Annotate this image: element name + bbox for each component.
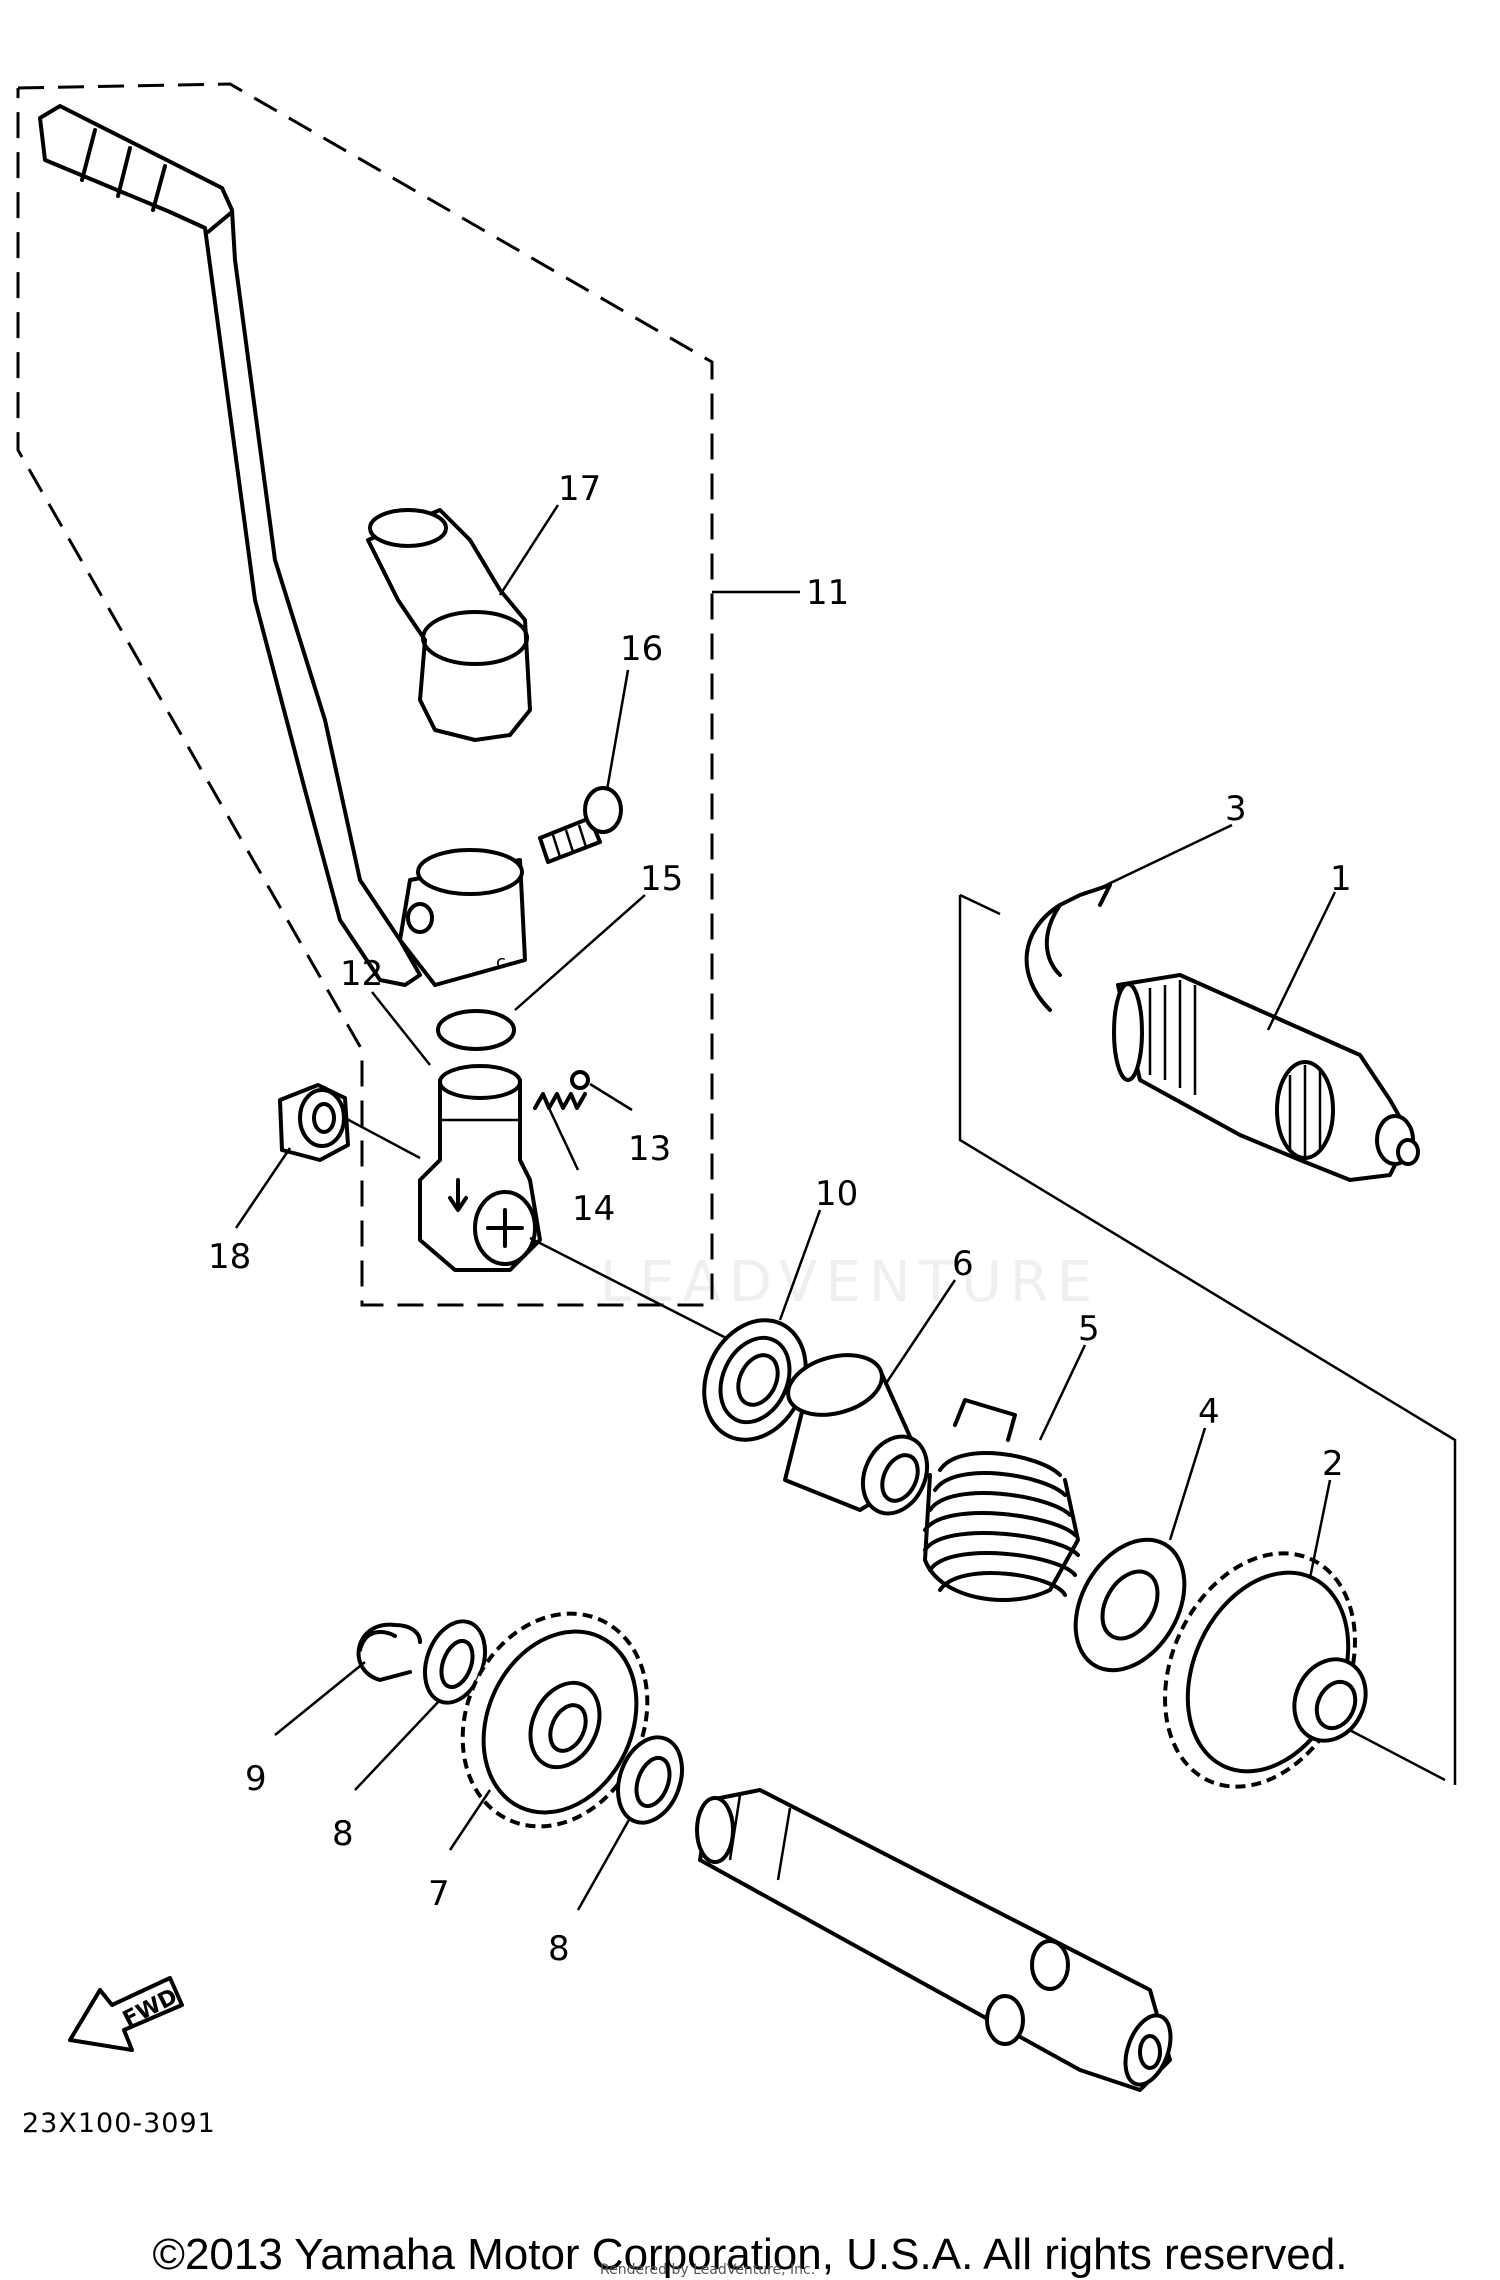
kick-crank-assembly-outline (16, 82, 714, 1307)
watermark: LEADVENTURE (600, 1250, 1101, 1315)
part-14-spring (533, 1092, 587, 1110)
leader-lines (234, 504, 1337, 1911)
callout-8b: 8 (548, 1929, 570, 1969)
part-8-washer-b (616, 1735, 684, 1825)
part-9-circlip (356, 1622, 422, 1682)
part-18-nut (278, 1083, 350, 1162)
callout-6: 6 (952, 1244, 974, 1284)
part-17-boss (366, 508, 532, 742)
callout-13: 13 (628, 1129, 671, 1169)
part-12-kick-boss (418, 1064, 542, 1272)
callout-8a: 8 (332, 1814, 354, 1854)
crank-boss: c (398, 848, 527, 987)
callout-17: 17 (558, 469, 601, 509)
part-4-washer (1073, 1537, 1187, 1673)
callout-9: 9 (245, 1759, 267, 1799)
part-2-kick-gear (1163, 1551, 1368, 1789)
part-7-idle-gear (460, 1611, 650, 1829)
part-1-kick-axle (1112, 973, 1420, 1182)
part-10-oil-seal (702, 1318, 808, 1442)
kick-axle-assembly-outline (958, 895, 1457, 1785)
callout-1: 1 (1330, 859, 1352, 899)
rendered-by-notice: Rendered by LeadVenture, Inc. (600, 2262, 816, 2278)
callout-14: 14 (572, 1189, 615, 1229)
callout-10: 10 (815, 1174, 858, 1214)
callout-15: 15 (640, 859, 683, 899)
callout-3: 3 (1225, 789, 1247, 829)
callout-5: 5 (1078, 1309, 1100, 1349)
svg-text:c: c (496, 952, 506, 973)
diagram-code: 23X100-3091 (22, 2108, 216, 2139)
fwd-arrow-icon: FWD (68, 1976, 184, 2052)
part-5-torsion-spring (923, 1398, 1080, 1602)
copyright-notice: ©2013 Yamaha Motor Corporation, U.S.A. A… (152, 2230, 1348, 2279)
callout-12: 12 (340, 954, 383, 994)
part-15-o-ring (436, 1009, 516, 1051)
part-8-washer-a (423, 1619, 487, 1705)
callout-16: 16 (620, 629, 663, 669)
callout-7: 7 (428, 1874, 450, 1914)
kick-idle-gear-shaft (695, 1788, 1173, 2092)
part-16-bolt (538, 786, 623, 864)
callout-11: 11 (806, 573, 849, 613)
part-13-ball (570, 1070, 590, 1090)
callout-2: 2 (1322, 1444, 1344, 1484)
callout-4: 4 (1198, 1392, 1220, 1432)
kick-crank-lever (38, 104, 422, 987)
part-3-circlip (1024, 883, 1112, 1012)
callout-18: 18 (208, 1237, 251, 1277)
part-6-spring-guide (783, 1353, 930, 1516)
